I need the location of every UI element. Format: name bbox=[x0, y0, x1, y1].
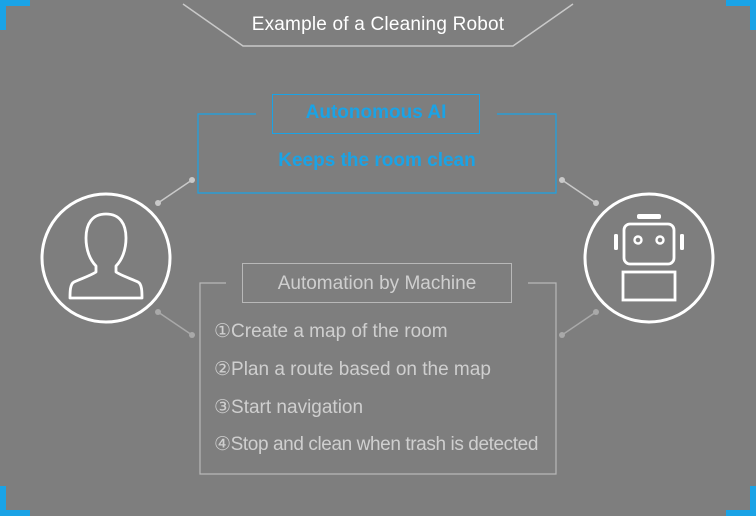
ai-panel-title: Autonomous AI bbox=[305, 102, 447, 123]
machine-step-2: ②Plan a route based on the map bbox=[214, 359, 491, 380]
connector-dot bbox=[593, 200, 599, 206]
connector-dot bbox=[593, 309, 599, 315]
machine-step-4: ④Stop and clean when trash is detected bbox=[214, 434, 538, 455]
machine-step-1: ①Create a map of the room bbox=[214, 321, 448, 342]
machine-panel-header-box bbox=[242, 263, 512, 303]
connector-dot bbox=[189, 177, 195, 183]
corner-accent-bottom-left-v bbox=[0, 486, 6, 516]
connector-person-ai bbox=[157, 179, 193, 204]
title-tab-outline bbox=[182, 3, 574, 47]
machine-step-3: ③Start navigation bbox=[214, 397, 364, 418]
connector-robot-machine bbox=[561, 311, 597, 336]
person-icon bbox=[40, 192, 172, 324]
machine-panel-title: Automation by Machine bbox=[277, 273, 477, 294]
machine-panel-bracket bbox=[199, 282, 557, 475]
corner-accent-top-left bbox=[0, 0, 30, 6]
connector-dot bbox=[155, 200, 161, 206]
corner-accent-bottom-right bbox=[726, 510, 756, 516]
corner-accent-bottom-left bbox=[0, 510, 30, 516]
ai-panel-subtitle: Keeps the room clean bbox=[278, 150, 476, 171]
corner-accent-bottom-right-v bbox=[750, 486, 756, 516]
corner-accent-top-left-v bbox=[0, 0, 6, 30]
ai-panel-header-box bbox=[272, 94, 480, 134]
robot-icon bbox=[583, 192, 715, 324]
connector-dot bbox=[559, 332, 565, 338]
corner-accent-top-right-v bbox=[750, 0, 756, 30]
ai-panel-bracket bbox=[197, 113, 557, 194]
corner-accent-top-right bbox=[726, 0, 756, 6]
connector-dot bbox=[559, 177, 565, 183]
connector-dot bbox=[189, 332, 195, 338]
connector-robot-ai bbox=[561, 179, 597, 204]
connector-person-machine bbox=[157, 311, 193, 336]
connector-dot bbox=[155, 309, 161, 315]
page-title: Example of a Cleaning Robot bbox=[251, 14, 505, 35]
